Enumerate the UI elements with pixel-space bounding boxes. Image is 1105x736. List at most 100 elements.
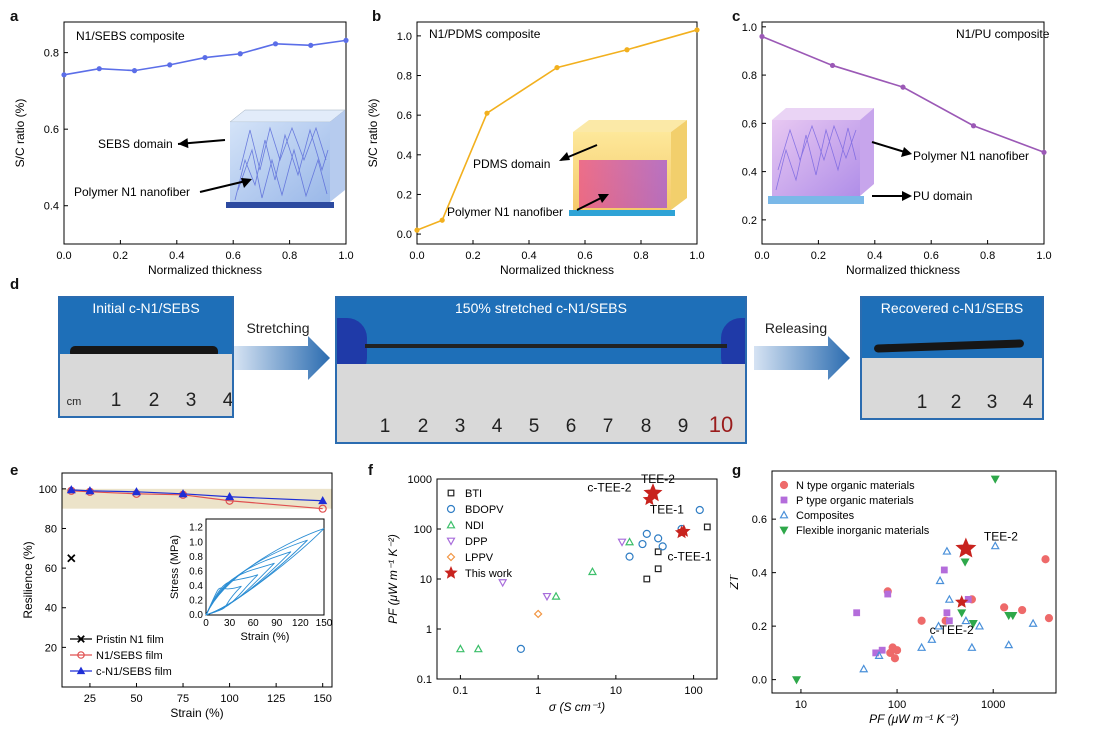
arrow-releasing bbox=[754, 336, 850, 380]
legend-label: NDI bbox=[465, 520, 484, 532]
data-point bbox=[66, 485, 76, 494]
y-axis-label: S/C ratio (%) bbox=[366, 99, 380, 168]
stress-strain-curve bbox=[205, 528, 325, 616]
x-tick-label: 1.0 bbox=[1036, 250, 1051, 262]
data-point bbox=[878, 646, 886, 654]
ruler-number: 8 bbox=[640, 416, 652, 437]
data-point bbox=[67, 554, 76, 563]
x-tick-label: 1.0 bbox=[689, 250, 704, 262]
legend-marker bbox=[780, 496, 788, 504]
data-point bbox=[343, 37, 349, 43]
data-point bbox=[853, 609, 861, 617]
ruler-number: 4 bbox=[491, 416, 503, 437]
data-point bbox=[1018, 605, 1027, 615]
data-point bbox=[957, 609, 967, 618]
data-point bbox=[940, 566, 948, 574]
inset-frame bbox=[205, 518, 325, 616]
inset-y-tick-label: 1.0 bbox=[189, 537, 203, 548]
label-releasing: Releasing bbox=[764, 320, 828, 336]
photo-recovered: Recovered c-N1/SEBS 1 2 3 4 bbox=[860, 296, 1044, 420]
chart-a-title: N1/SEBS composite bbox=[76, 29, 185, 43]
arrowhead bbox=[901, 147, 912, 157]
data-point bbox=[498, 579, 508, 588]
y-tick-label: 100 bbox=[39, 484, 57, 496]
data-point bbox=[225, 492, 235, 501]
legend-marker bbox=[446, 537, 456, 546]
chart-c-frame bbox=[761, 21, 1045, 245]
data-point bbox=[900, 84, 906, 90]
data-point bbox=[859, 664, 869, 673]
panel-label-f: f bbox=[368, 462, 373, 479]
x-tick-label: 0.0 bbox=[754, 250, 769, 262]
ruler-number: 3 bbox=[454, 416, 466, 437]
annotation-n1-nanofiber-b: Polymer N1 nanofiber bbox=[447, 205, 563, 219]
chart-e-frame bbox=[61, 472, 333, 688]
y-tick-label: 0.1 bbox=[417, 674, 432, 686]
arrowhead bbox=[178, 138, 189, 149]
x-tick-label: 0.8 bbox=[282, 250, 297, 262]
inset-x-axis-label: Strain (%) bbox=[241, 631, 290, 643]
legend-marker bbox=[446, 520, 456, 529]
legend-label: DPP bbox=[465, 536, 488, 548]
chart-c-title: N1/PU composite bbox=[956, 27, 1050, 41]
stress-strain-curve bbox=[205, 585, 242, 616]
y-tick-label: 0.4 bbox=[44, 201, 59, 213]
data-point bbox=[890, 654, 900, 663]
y-tick-label: 0.2 bbox=[397, 189, 412, 201]
x-tick-label: 0.4 bbox=[521, 250, 536, 262]
arrowhead bbox=[559, 152, 570, 161]
x-tick-label: 0.2 bbox=[811, 250, 826, 262]
data-point bbox=[642, 492, 657, 506]
ruler-number: 2 bbox=[148, 390, 160, 411]
legend-label: Composites bbox=[796, 510, 855, 522]
x-tick-label: 1.0 bbox=[338, 250, 353, 262]
ruler-number: 4 bbox=[222, 390, 234, 411]
ruler-number: 3 bbox=[986, 392, 998, 413]
legend-marker bbox=[77, 635, 85, 643]
data-point bbox=[917, 642, 927, 651]
legend-label: Pristin N1 film bbox=[96, 634, 164, 646]
legend-marker bbox=[446, 504, 456, 514]
data-point bbox=[884, 590, 892, 598]
data-point bbox=[955, 595, 969, 608]
data-point bbox=[439, 217, 445, 223]
x-tick-label: 0.2 bbox=[465, 250, 480, 262]
panel-label-d: d bbox=[10, 276, 20, 293]
legend-marker bbox=[779, 526, 789, 535]
data-point bbox=[694, 27, 700, 33]
data-point bbox=[654, 565, 662, 573]
data-point bbox=[318, 504, 327, 513]
data-point bbox=[703, 523, 711, 531]
y-axis-label: Resilience (%) bbox=[21, 541, 35, 618]
data-point bbox=[96, 66, 102, 72]
x-tick-label: 50 bbox=[130, 693, 142, 705]
ruler-stretched: 1 2 3 4 5 6 7 8 9 10 bbox=[337, 364, 745, 442]
x-tick-label: 10 bbox=[610, 685, 622, 697]
data-point bbox=[554, 64, 560, 71]
data-point bbox=[551, 591, 561, 600]
chart-c: N1/PU composite Polymer N1 nanofiber PU … bbox=[742, 21, 1052, 275]
legend-label: N1/SEBS film bbox=[96, 650, 163, 662]
y-tick-label: 40 bbox=[45, 603, 57, 615]
film-stretched bbox=[365, 344, 727, 348]
data-point bbox=[961, 616, 971, 625]
y-tick-label: 0.0 bbox=[752, 675, 767, 687]
y-tick-label: 0.4 bbox=[742, 167, 757, 179]
annotation-pu-domain: PU domain bbox=[913, 189, 972, 203]
data-point bbox=[473, 644, 483, 653]
chart-g-frame bbox=[771, 470, 1057, 694]
arrowhead bbox=[598, 194, 609, 203]
photo-initial: Initial c-N1/SEBS cm 1 2 3 4 bbox=[58, 296, 234, 418]
data-point bbox=[990, 475, 1000, 484]
inset-y-axis-label: Stress (MPa) bbox=[169, 535, 181, 599]
data-point bbox=[318, 496, 328, 505]
x-tick-label: 10 bbox=[795, 699, 807, 711]
y-tick-label: 0.8 bbox=[44, 48, 59, 60]
arrow-n1-nanofiber-a bbox=[199, 179, 251, 193]
y-tick-label: 0.4 bbox=[397, 150, 412, 162]
panel-label-a: a bbox=[10, 8, 19, 25]
inset-y-tick-label: 0.6 bbox=[189, 566, 203, 577]
data-point bbox=[792, 676, 802, 685]
y-tick-label: 80 bbox=[45, 523, 57, 535]
